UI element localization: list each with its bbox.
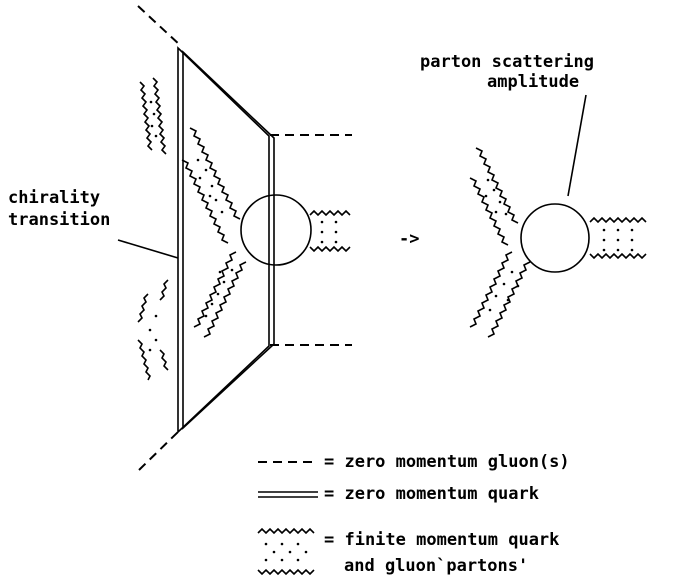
parton-bundle-right-lower-dots	[488, 270, 520, 312]
parton-bundle-inner-lower	[193, 251, 247, 338]
legend-gluon-text: = zero momentum gluon(s)	[324, 452, 570, 472]
parton-bundle-right-lower	[469, 251, 531, 338]
legend-parton-symbol	[257, 527, 315, 576]
parton-bundle-outgoing-left-blob-dots	[320, 220, 338, 244]
chirality-pointer-line	[117, 239, 179, 259]
parton-bundle-right-outgoing	[589, 216, 647, 260]
parton-bundle-right-upper	[469, 147, 519, 246]
parton-bundle-upper-left	[139, 77, 167, 155]
parton-bundle-lower-left	[137, 279, 169, 381]
legend-finite-text-line1: = finite momentum quark	[324, 530, 560, 550]
amplitude-blob-left	[240, 194, 312, 266]
parton-pointer-line	[567, 94, 587, 197]
quark-double-line-trapezoid	[177, 46, 275, 434]
parton-bundle-lower-left-dots	[148, 314, 158, 352]
legend-quark-symbol	[258, 491, 318, 498]
legend-quark-text: = zero momentum quark	[324, 484, 539, 504]
gluon-line-top-diagonal	[137, 5, 182, 47]
parton-bundle-inner-lower-dots	[204, 268, 234, 318]
parton-label-line1: parton scattering	[420, 52, 594, 72]
parton-bundle-inner-upper	[181, 127, 241, 244]
parton-bundle-upper-left-dots	[149, 100, 158, 138]
gluon-line-bottom-diagonal	[138, 429, 181, 471]
transition-arrow: ->	[399, 229, 420, 249]
chirality-label-line1: chirality	[8, 188, 101, 208]
parton-label-line2: amplitude	[487, 72, 580, 92]
legend-parton-symbol-dots	[264, 542, 308, 562]
parton-bundle-right-upper-dots	[484, 178, 508, 216]
parton-bundle-inner-upper-dots	[196, 158, 224, 214]
chirality-label-line2: transition	[8, 210, 111, 230]
parton-bundle-outgoing-left-blob	[309, 209, 351, 253]
legend-finite-text-line2: and gluon`partons'	[344, 556, 529, 576]
amplitude-blob-right	[520, 203, 590, 273]
parton-bundle-right-outgoing-dots	[602, 228, 634, 252]
